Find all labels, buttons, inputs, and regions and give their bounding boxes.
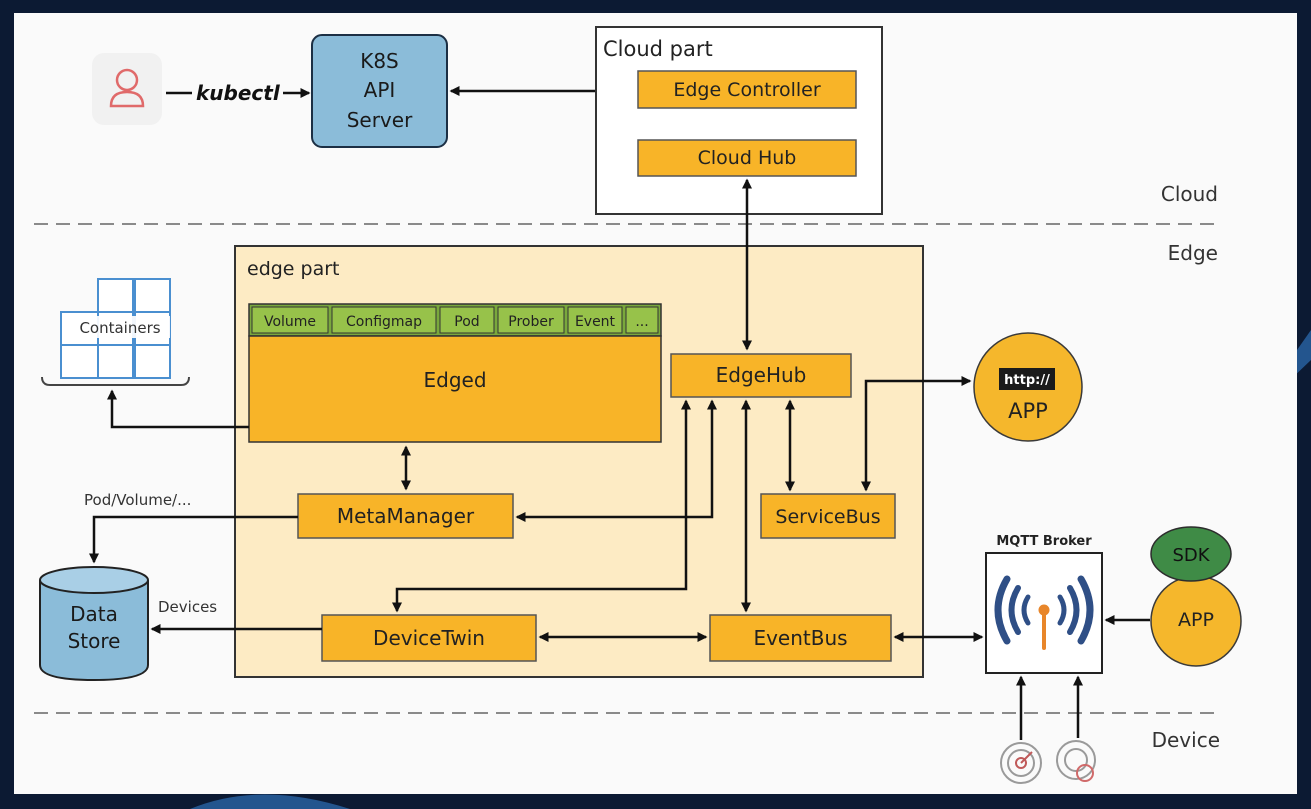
edged-containers-arrow (107, 389, 249, 429)
tab-volume-label: Volume (264, 314, 316, 330)
tab-event (567, 306, 623, 334)
zone-label-edge: Edge (1168, 241, 1218, 265)
tab-prober (497, 306, 565, 334)
tab-prober-label: Prober (508, 314, 554, 330)
http-app-label: APP (1008, 399, 1048, 423)
edge-controller-label: Edge Controller (673, 79, 821, 101)
tab-volume (251, 306, 329, 334)
sdk-app-label: APP (1178, 609, 1214, 631)
servicebus-app-arrow (861, 376, 972, 492)
mqtt-broker-title: MQTT Broker (996, 534, 1092, 549)
api-server-line-1: K8S (360, 49, 399, 73)
edged-tabs: Volume Configmap Pod Prober Event ... (248, 303, 662, 337)
devicetwin-label: DeviceTwin (373, 626, 485, 650)
edgehub-box (670, 353, 852, 398)
http-badge-label: http:// (1004, 373, 1050, 388)
edge-part-title: edge part (247, 258, 340, 280)
slide-canvas: Cloud Edge Device kubectl K8S API Server (14, 13, 1297, 794)
device-radar-icon (1000, 742, 1042, 784)
tab-more-label: ... (635, 314, 648, 330)
tab-pod-label: Pod (454, 314, 479, 330)
cloud-hub-box (637, 139, 857, 177)
zone-label-device: Device (1152, 728, 1220, 752)
tab-more (625, 306, 659, 334)
broadcast-antenna-icon (994, 575, 1094, 650)
http-badge (999, 368, 1055, 390)
devicetwin-box (321, 614, 537, 662)
sdk-badge (1150, 526, 1232, 582)
data-store-cylinder (39, 566, 149, 682)
api-server-line-3: Server (347, 108, 413, 132)
zone-label-cloud: Cloud (1161, 182, 1218, 206)
tab-configmap (331, 306, 437, 334)
pod-volume-label: Pod/Volume/... (84, 491, 191, 509)
http-app: http:// APP (973, 332, 1083, 442)
cloud-part-box: Cloud part Edge Controller Cloud Hub (595, 26, 883, 215)
containers-grid (41, 278, 190, 386)
kubectl-label: kubectl (196, 81, 281, 105)
edgehub-label: EdgeHub (716, 363, 807, 387)
api-server-line-2: API (364, 78, 396, 102)
device-touch-icon (1056, 740, 1096, 782)
cloud-part-title: Cloud part (603, 37, 713, 61)
edged-label: Edged (423, 368, 486, 392)
eventbus-label: EventBus (753, 626, 847, 650)
k8s-api-server: K8S API Server (311, 34, 448, 148)
servicebus-label: ServiceBus (775, 506, 880, 528)
data-store-line-2: Store (68, 629, 121, 653)
edgehub-devicetwin-arrow (392, 399, 691, 613)
containers-label: Containers (79, 319, 160, 337)
sdk-app: SDK APP (1150, 526, 1242, 667)
user-icon (92, 53, 162, 125)
edge-controller-box (637, 70, 857, 109)
eventbus-box (709, 614, 892, 662)
tab-pod (439, 306, 495, 334)
metamanager-datastore-arrow (89, 515, 298, 564)
metamanager-label: MetaManager (337, 504, 475, 528)
sdk-label: SDK (1172, 545, 1210, 566)
tab-event-label: Event (575, 314, 616, 330)
servicebus-box (760, 493, 896, 539)
cloud-hub-label: Cloud Hub (698, 147, 797, 169)
devices-label: Devices (158, 598, 217, 616)
data-store-line-1: Data (70, 602, 118, 626)
architecture-diagram: Cloud Edge Device kubectl K8S API Server (34, 26, 1242, 784)
tab-configmap-label: Configmap (346, 314, 422, 330)
